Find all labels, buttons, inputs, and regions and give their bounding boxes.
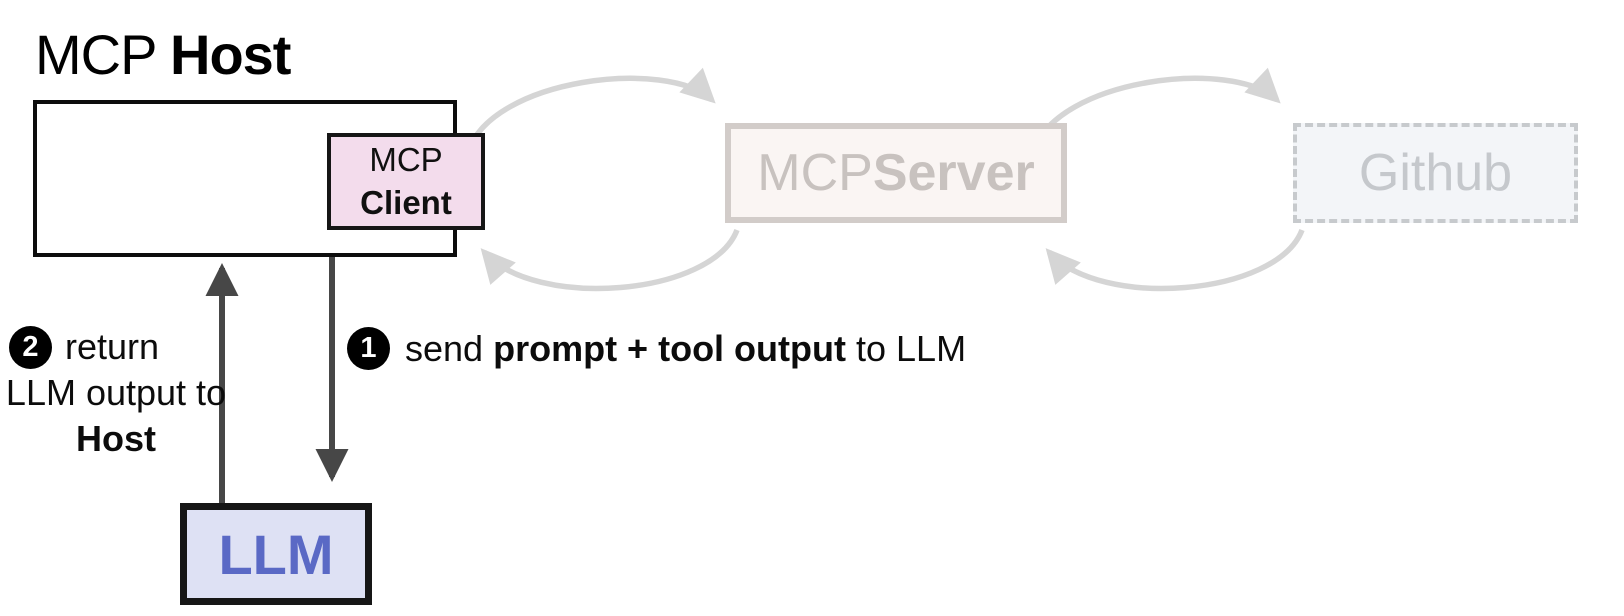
step2-line3: Host	[76, 418, 156, 459]
step1-number: 1	[360, 332, 377, 364]
llm-label: LLM	[218, 522, 334, 586]
github-to-server-arrow	[1045, 228, 1305, 292]
step2-line1: 2 return	[0, 324, 232, 370]
page-title-regular: MCP	[35, 23, 170, 86]
step2-number: 2	[22, 331, 39, 363]
page-title-bold: Host	[170, 23, 291, 86]
mcp-client-label-line2: Client	[360, 183, 452, 221]
mcp-server-label-regular: MCP	[757, 144, 873, 202]
mcp-server-box: MCP Server	[725, 123, 1067, 223]
mcp-client-box: MCP Client	[327, 133, 485, 230]
step2-line2: LLM output to	[5, 372, 227, 413]
step1-label: 1 send prompt + tool output to LLM	[347, 327, 966, 370]
step1-text: send prompt + tool output to LLM	[405, 327, 967, 369]
server-to-client-arrow	[480, 228, 740, 292]
server-to-github-arrow	[1030, 67, 1281, 153]
llm-box: LLM	[180, 503, 372, 605]
page-title: MCP Host	[35, 22, 291, 87]
client-to-server-arrow	[465, 67, 716, 153]
mcp-client-label-line1: MCP	[369, 141, 443, 179]
step2-number-badge: 2	[9, 325, 52, 369]
mcp-server-label-bold: Server	[872, 144, 1035, 202]
step1-number-badge: 1	[347, 327, 390, 370]
step2-label: 2 return LLM output to Host	[0, 324, 232, 462]
github-box: Github	[1293, 123, 1578, 223]
github-label: Github	[1358, 144, 1513, 202]
